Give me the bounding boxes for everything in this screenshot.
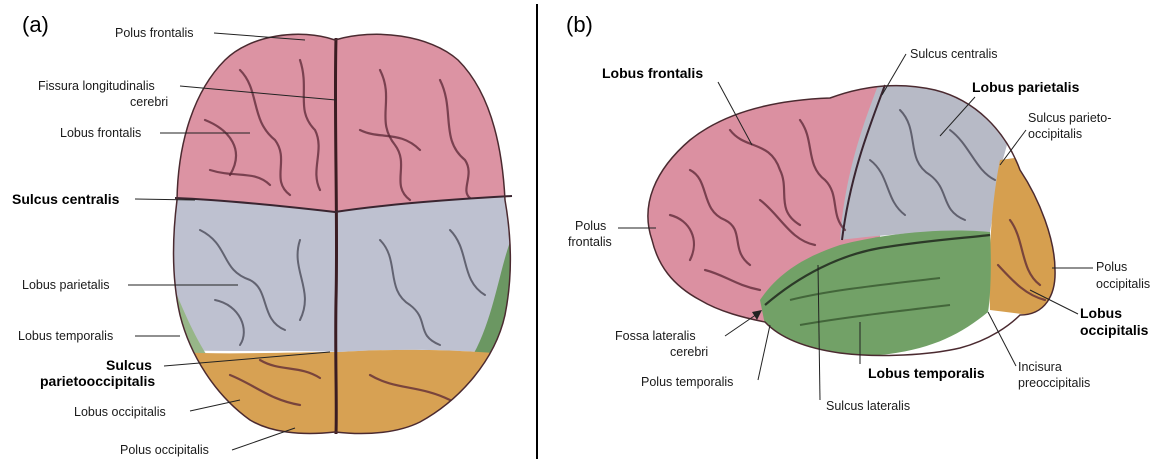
label-a-fissura-1: Fissura longitudinalis [38,79,155,93]
label-a-fissura-2: cerebri [130,95,168,109]
label-b-lobus-parietalis: Lobus parietalis [972,79,1080,95]
label-b-fossa-2: cerebri [670,345,708,359]
label-b-polus-temporalis: Polus temporalis [641,375,733,389]
label-a-lobus-temporalis: Lobus temporalis [18,329,113,343]
label-a-lobus-frontalis: Lobus frontalis [60,126,141,140]
label-a-lobus-occipitalis: Lobus occipitalis [74,405,166,419]
label-b-polus-frontalis-1: Polus [575,219,606,233]
label-b-polus-frontalis-2: frontalis [568,235,612,249]
label-b-sulcus-po-2: occipitalis [1028,127,1082,141]
label-a-sulcus-centralis: Sulcus centralis [12,191,120,207]
panel-a-tag: (a) [22,12,49,37]
label-b-sulcus-po-1: Sulcus parieto- [1028,111,1111,125]
brain-top-view [170,20,515,440]
label-a-polus-occipitalis: Polus occipitalis [120,443,209,457]
label-b-polus-occipitalis-1: Polus [1096,260,1127,274]
panel-b-tag: (b) [566,12,593,37]
label-b-lobus-occipitalis-1: Lobus [1080,305,1122,321]
label-b-fossa-1: Fossa lateralis [615,329,696,343]
label-b-incisura-1: Incisura [1018,360,1062,374]
label-a-lobus-parietalis: Lobus parietalis [22,278,110,292]
label-b-sulcus-lateralis: Sulcus lateralis [826,399,910,413]
label-b-sulcus-centralis: Sulcus centralis [910,47,998,61]
label-b-lobus-occipitalis-2: occipitalis [1080,322,1149,338]
label-b-polus-occipitalis-2: occipitalis [1096,277,1150,291]
label-b-lobus-temporalis: Lobus temporalis [868,365,985,381]
label-b-lobus-frontalis: Lobus frontalis [602,65,703,81]
label-b-incisura-2: preoccipitalis [1018,376,1090,390]
label-a-sulcus-po-1: Sulcus [106,357,152,373]
label-a-sulcus-po-2: parietooccipitalis [40,373,155,389]
label-a-polus-frontalis: Polus frontalis [115,26,194,40]
